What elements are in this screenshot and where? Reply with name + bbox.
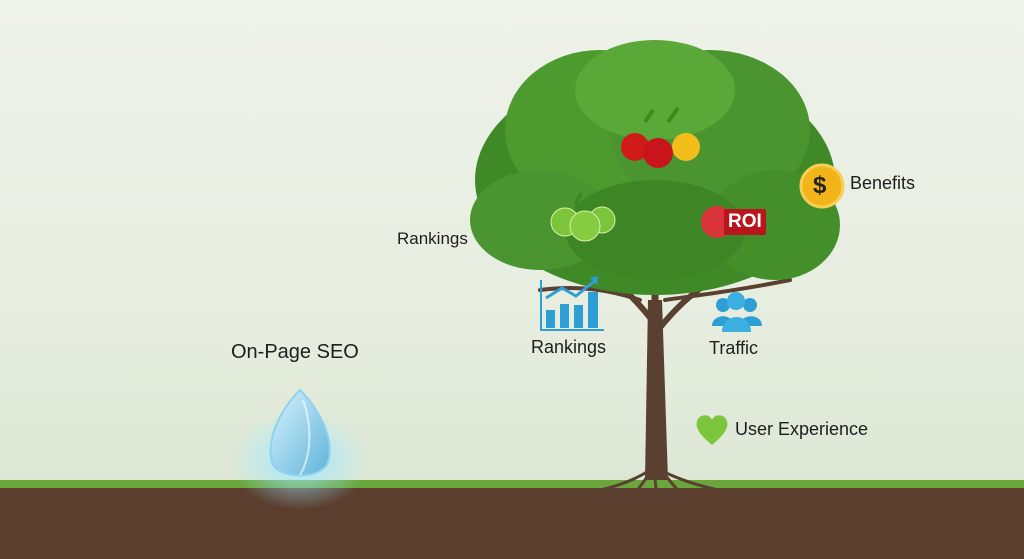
on-page-seo-label: On-Page SEO (231, 341, 359, 363)
heart-icon (696, 415, 728, 445)
rankings-label: Rankings (531, 337, 607, 357)
rankings-label-left: Rankings (397, 229, 468, 248)
traffic-label: Traffic (709, 338, 759, 358)
roi-badge: ROI (724, 209, 766, 235)
tree-canopy (470, 40, 840, 295)
rankings-chart-icon (540, 276, 604, 331)
benefits-label: Benefits (850, 173, 916, 193)
dollar-sign: $ (813, 172, 827, 199)
fruit-cluster-top (621, 106, 700, 168)
traffic-users-icon (712, 292, 762, 332)
user-experience-label: User Experience (735, 419, 869, 439)
tree-roots (529, 468, 791, 531)
ground (0, 480, 1024, 559)
dollar-coin-icon (799, 163, 845, 209)
seed-icon (230, 388, 370, 510)
green-apples (550, 192, 616, 242)
